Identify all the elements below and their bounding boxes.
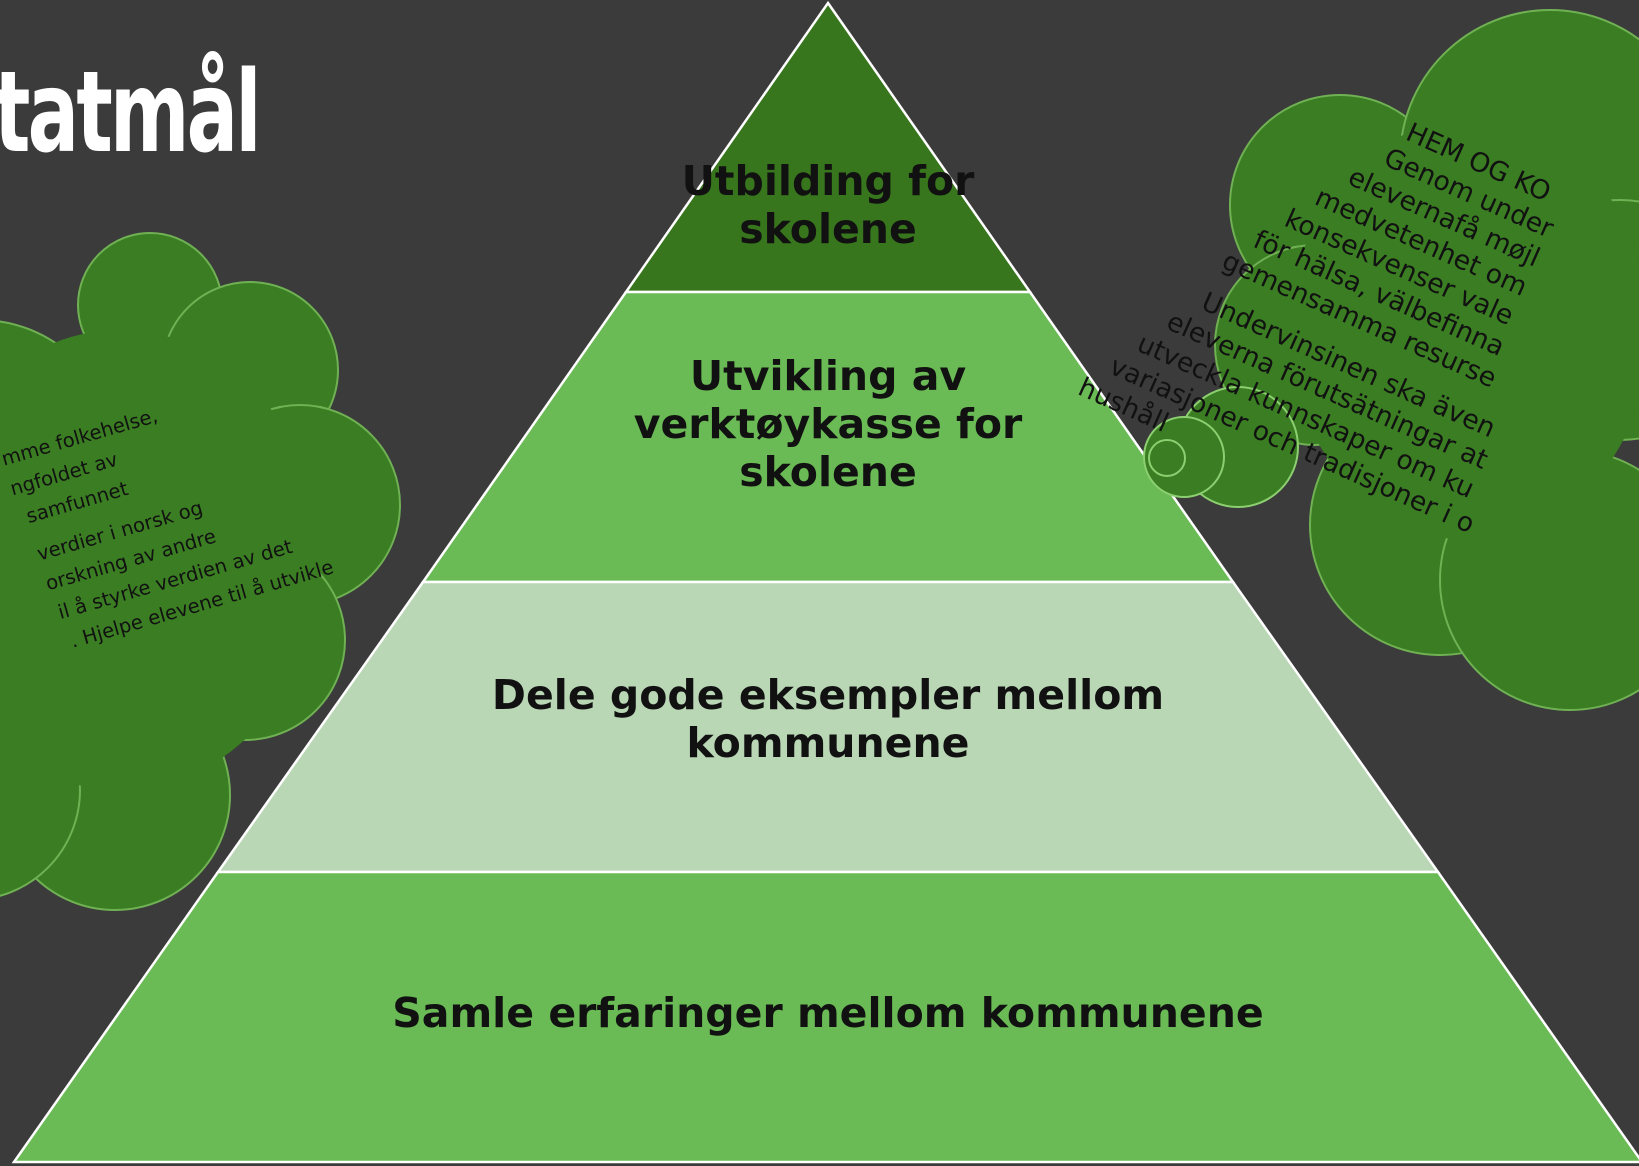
pyramid-level-2-line: skolene bbox=[739, 447, 917, 496]
pyramid-level-1-line: Utbilding for bbox=[681, 157, 975, 205]
right-thought-cloud bbox=[1214, 9, 1639, 711]
pyramid-level-2-line: Utvikling av bbox=[689, 352, 967, 400]
pyramid bbox=[11, 0, 1639, 1164]
pyramid-level-3-line: Dele gode eksempler mellom bbox=[491, 671, 1165, 719]
thought-bubble-small bbox=[1148, 439, 1186, 477]
pyramid-level-4-line: Samle erfaringer mellom kommunene bbox=[392, 989, 1264, 1037]
pyramid-level-1-label: Utbilding for skolene bbox=[678, 157, 978, 254]
thought-bubbles bbox=[1143, 386, 1299, 508]
left-thought-cloud bbox=[0, 232, 401, 911]
pyramid-level-4-label: Samle erfaringer mellom kommunene bbox=[368, 989, 1288, 1038]
pyramid-level-3-label: Dele gode eksempler mellom kommunene bbox=[470, 671, 1186, 768]
pyramid-level-4-shape bbox=[11, 870, 1639, 1164]
pyramid-level-3-line: kommunene bbox=[686, 718, 970, 767]
pyramid-level-2-label: Utvikling av verktøykasse for skolene bbox=[618, 352, 1038, 497]
pyramid-level-1-line: skolene bbox=[739, 204, 917, 253]
pyramid-level-2-line: verktøykasse for bbox=[633, 399, 1023, 448]
slide-title: tatmål bbox=[0, 48, 261, 178]
